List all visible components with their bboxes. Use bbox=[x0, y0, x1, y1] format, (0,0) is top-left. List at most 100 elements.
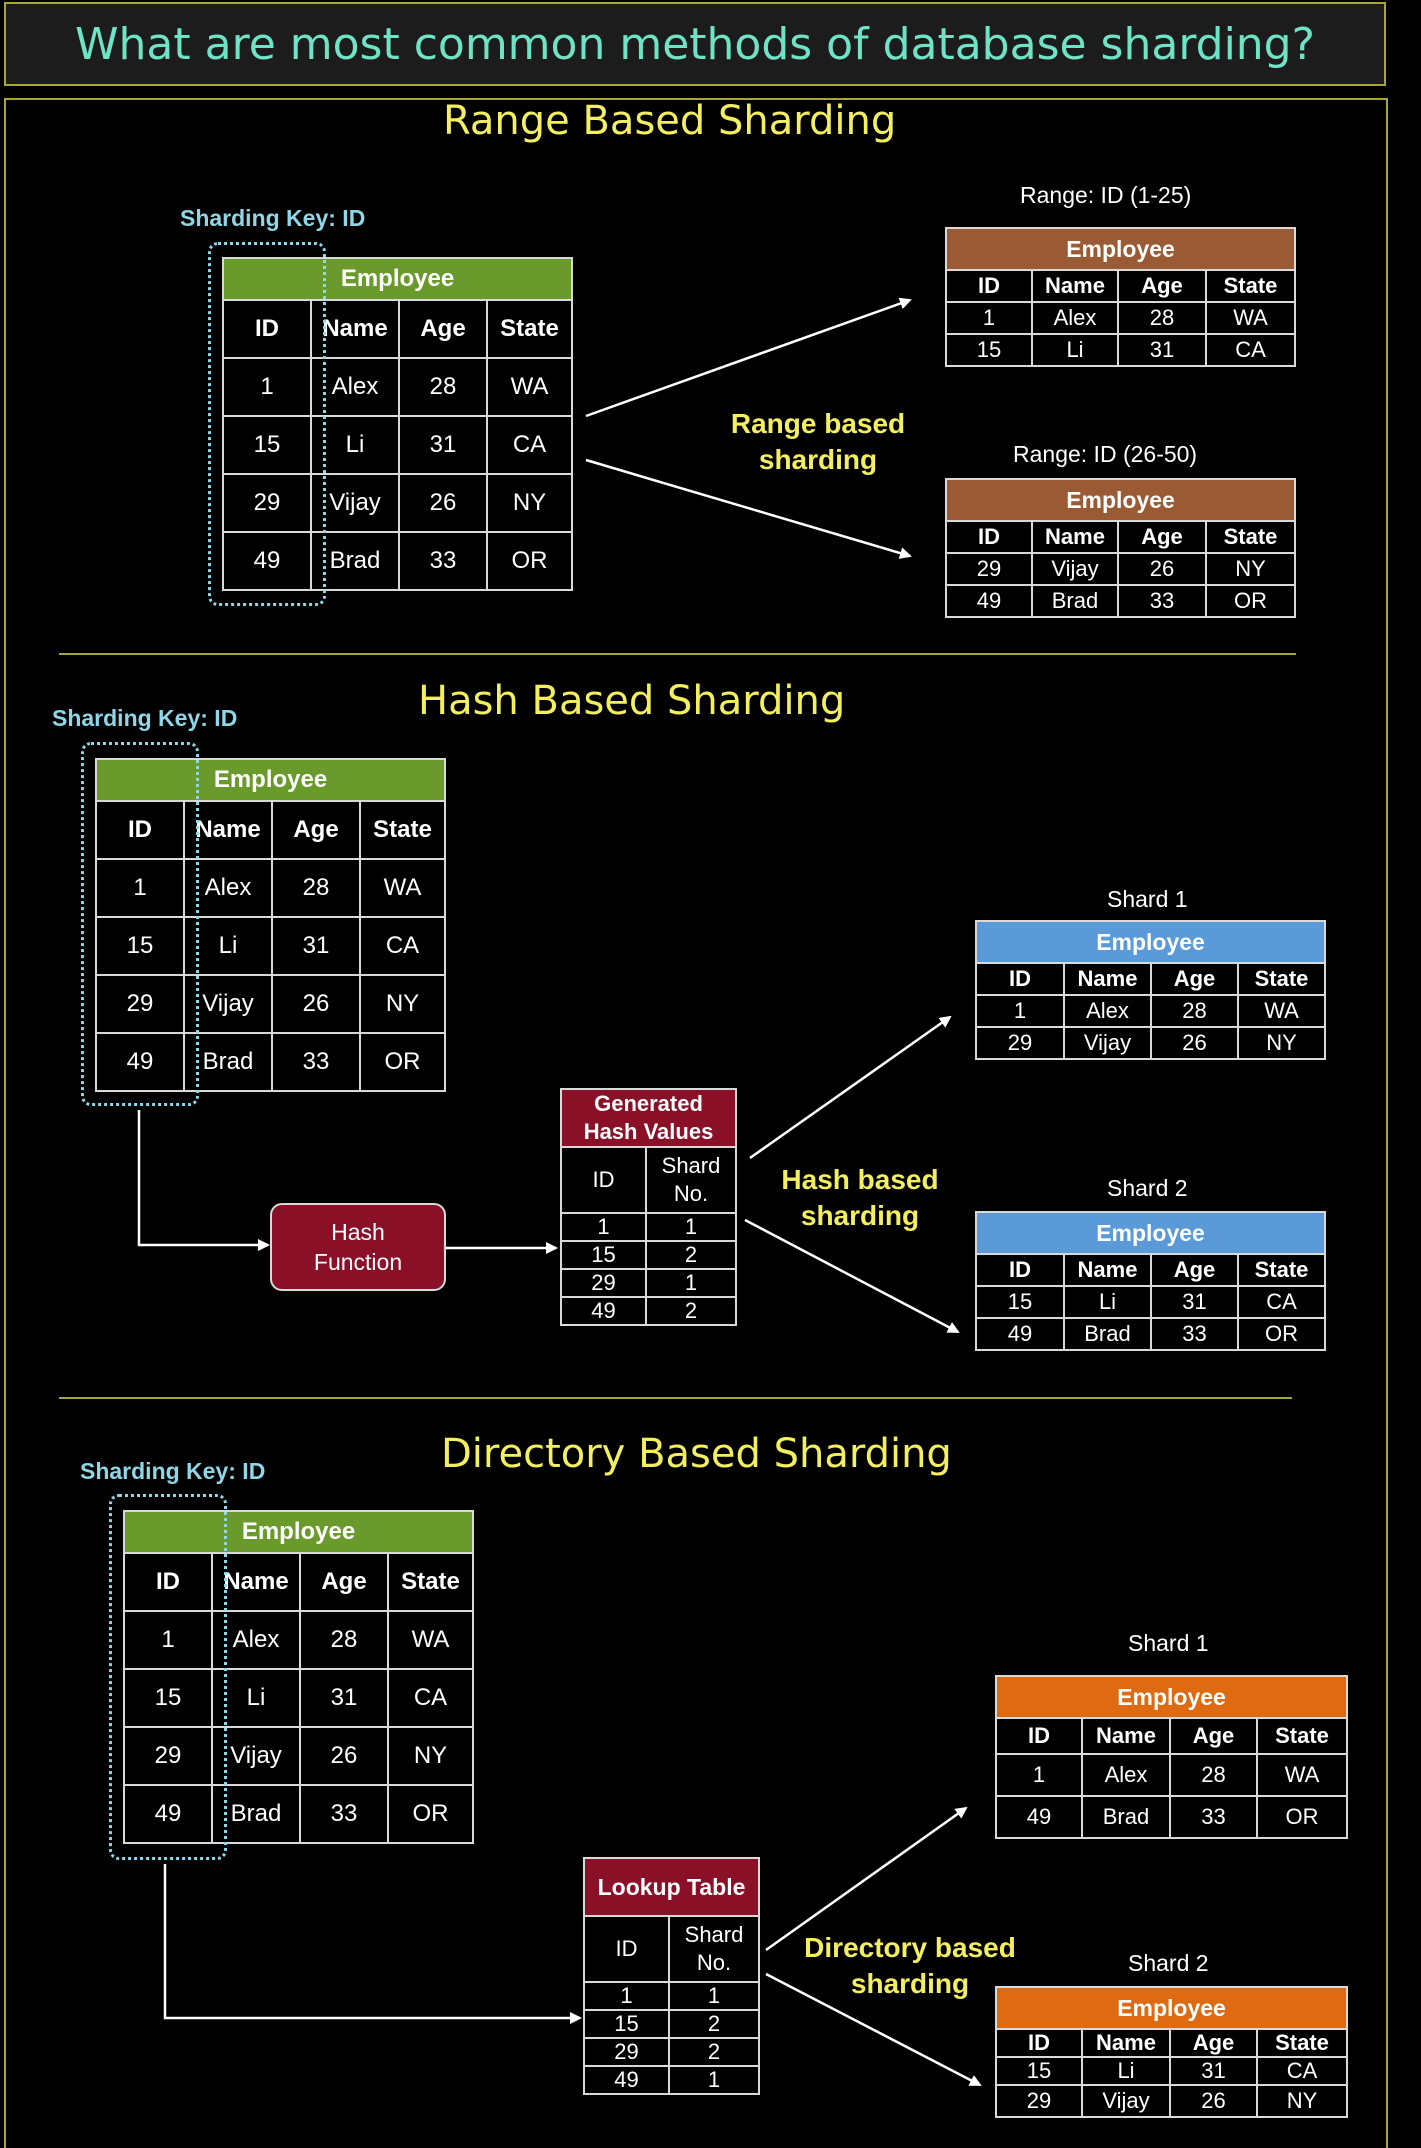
cell: 49 bbox=[560, 1296, 647, 1326]
cell: 28 bbox=[1150, 994, 1239, 1028]
col-header: State bbox=[1204, 520, 1297, 554]
col-header: State bbox=[1236, 1253, 1327, 1287]
cell: WA bbox=[386, 1610, 475, 1670]
cell: Li bbox=[1031, 333, 1119, 367]
cell: 33 bbox=[1117, 584, 1207, 618]
cell: 29 bbox=[123, 1726, 213, 1786]
hash-function-box: Hash Function bbox=[270, 1203, 446, 1291]
cell: CA bbox=[386, 1668, 475, 1728]
col-header: State bbox=[386, 1552, 475, 1612]
cell: 1 bbox=[583, 1981, 670, 2011]
cell: 15 bbox=[95, 916, 185, 976]
col-header: Shard No. bbox=[667, 1915, 761, 1983]
range-arrow-shard2 bbox=[585, 458, 912, 559]
hash-arrow-shard2 bbox=[744, 1218, 960, 1334]
cell: 15 bbox=[945, 333, 1033, 367]
cell: 26 bbox=[1169, 2084, 1258, 2118]
cell: 1 bbox=[667, 1981, 761, 2011]
cell: CA bbox=[485, 415, 574, 475]
cell: 29 bbox=[995, 2084, 1083, 2118]
range-shard1-table-title: Employee bbox=[944, 227, 1297, 271]
cell: WA bbox=[1236, 994, 1327, 1028]
cell: OR bbox=[386, 1784, 475, 1844]
col-header: State bbox=[358, 800, 447, 860]
cell: 15 bbox=[560, 1240, 647, 1270]
hash-shard1-caption: Shard 1 bbox=[1107, 886, 1188, 912]
cell: 28 bbox=[299, 1610, 389, 1670]
cell: WA bbox=[1255, 1753, 1349, 1797]
col-header: ID bbox=[222, 299, 312, 359]
cell: 1 bbox=[975, 994, 1065, 1028]
cell: 29 bbox=[975, 1026, 1065, 1060]
cell: 1 bbox=[644, 1212, 738, 1242]
col-header: Age bbox=[1169, 2028, 1258, 2058]
col-header: Age bbox=[1117, 520, 1207, 554]
cell: CA bbox=[1255, 2056, 1349, 2086]
cell: 28 bbox=[1117, 301, 1207, 335]
col-header: State bbox=[1255, 1717, 1349, 1755]
cell: 28 bbox=[1169, 1753, 1258, 1797]
cell: Brad bbox=[1081, 1795, 1171, 1839]
cell: 2 bbox=[644, 1296, 738, 1326]
directory-shard1-caption: Shard 1 bbox=[1128, 1630, 1209, 1656]
section-divider bbox=[59, 653, 1296, 655]
range-sharding-key-label: Sharding Key: ID bbox=[180, 205, 366, 231]
cell: 1 bbox=[560, 1212, 647, 1242]
hash-key-to-function-arrow bbox=[137, 1110, 270, 1251]
cell: OR bbox=[1204, 584, 1297, 618]
cell: 33 bbox=[398, 531, 488, 591]
range-arrow-shard1 bbox=[585, 297, 912, 418]
cell: 49 bbox=[123, 1784, 213, 1844]
directory-source-table-title: Employee bbox=[122, 1510, 475, 1554]
col-header: ID bbox=[975, 1253, 1065, 1287]
directory-shard2-table-title: Employee bbox=[994, 1986, 1349, 2030]
cell: Alex bbox=[1081, 1753, 1171, 1797]
cell: Alex bbox=[1063, 994, 1152, 1028]
hash-section-title: Hash Based Sharding bbox=[418, 678, 846, 724]
cell: NY bbox=[485, 473, 574, 533]
cell: 33 bbox=[299, 1784, 389, 1844]
cell: 33 bbox=[1169, 1795, 1258, 1839]
cell: 1 bbox=[222, 357, 312, 417]
cell: NY bbox=[358, 974, 447, 1034]
cell: Brad bbox=[1063, 1317, 1152, 1351]
page-header: What are most common methods of database… bbox=[4, 2, 1386, 86]
col-header: ID bbox=[123, 1552, 213, 1612]
range-shard2-caption: Range: ID (26-50) bbox=[1013, 441, 1198, 467]
hash-shard1-table-title: Employee bbox=[974, 920, 1327, 964]
directory-sharding-key-label: Sharding Key: ID bbox=[80, 1458, 266, 1484]
col-header: Name bbox=[1081, 2028, 1171, 2058]
cell: Vijay bbox=[1031, 552, 1119, 586]
cell: 1 bbox=[945, 301, 1033, 335]
col-header: ID bbox=[945, 269, 1033, 303]
cell: OR bbox=[485, 531, 574, 591]
directory-arrow-shard1 bbox=[765, 1806, 968, 1952]
directory-arrow-label: Directory based sharding bbox=[804, 1932, 1016, 1999]
col-header: Name bbox=[1031, 520, 1119, 554]
hash-sharding-key-label: Sharding Key: ID bbox=[52, 705, 238, 731]
col-header: ID bbox=[975, 962, 1065, 996]
range-section-title: Range Based Sharding bbox=[443, 98, 897, 144]
cell: 1 bbox=[644, 1268, 738, 1298]
col-header: Age bbox=[1117, 269, 1207, 303]
cell: 28 bbox=[271, 858, 361, 918]
directory-section-title: Directory Based Sharding bbox=[441, 1431, 952, 1477]
